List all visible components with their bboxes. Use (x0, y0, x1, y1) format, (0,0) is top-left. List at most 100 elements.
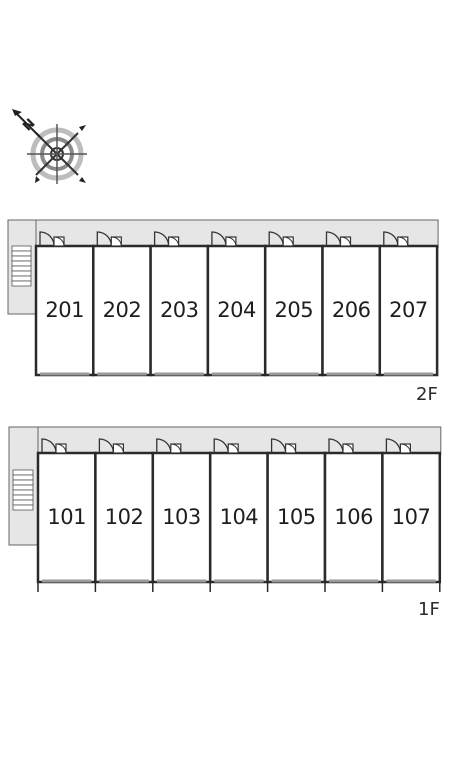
door-meter-arc (168, 236, 180, 247)
door-meter-arc (285, 443, 297, 454)
unit-104 (208, 438, 269, 592)
door-meter-arc (113, 443, 124, 454)
door-meter-arc (55, 443, 67, 454)
door-meter (342, 443, 354, 454)
door-meter-arc (283, 236, 294, 247)
door-meter (110, 236, 122, 247)
door-meter-arc (342, 443, 354, 454)
door-meter (399, 443, 411, 454)
door-meter (170, 443, 182, 454)
door-icon (98, 438, 125, 454)
floor-2F (7, 219, 439, 377)
unit-203 (149, 231, 210, 377)
stair-step (12, 479, 34, 486)
staircase-icon (12, 469, 34, 511)
door-meter-arc (400, 443, 411, 454)
unit-204 (206, 231, 267, 377)
door-meter (53, 236, 65, 247)
stair-step (12, 469, 34, 476)
door-icon (211, 231, 237, 247)
stair-step (12, 494, 34, 501)
door-icon (39, 231, 65, 247)
door-meter (339, 236, 352, 247)
door-icon (268, 231, 294, 247)
unit-label: 203 (159, 298, 199, 322)
unit-outline (323, 451, 384, 584)
unit-label: 104 (219, 505, 259, 529)
unit-207 (378, 231, 439, 377)
door-meter (225, 236, 237, 247)
stair-step (11, 265, 32, 272)
door-meter (285, 443, 297, 454)
door-icon (325, 231, 352, 247)
stair-step (11, 270, 32, 277)
unit-label: 107 (391, 505, 431, 529)
stair-step (12, 504, 34, 511)
unit-106 (323, 438, 384, 592)
floor-label: 2F (416, 384, 438, 405)
unit-label: 206 (331, 298, 371, 322)
unit-outline (321, 244, 382, 377)
door-meter-arc (53, 236, 65, 247)
door-meter-arc (340, 236, 351, 247)
door-icon (153, 231, 180, 247)
door-icon (385, 438, 411, 454)
stair-step (12, 474, 34, 481)
unit-label: 201 (45, 298, 84, 322)
north-arrow-compass-icon (12, 109, 87, 184)
unit-label: 103 (162, 505, 201, 529)
door-meter (168, 236, 180, 247)
door-icon (96, 231, 122, 247)
unit-206 (321, 231, 382, 377)
door-icon (270, 438, 297, 454)
corridor (7, 219, 439, 249)
staircase-icon (11, 245, 32, 287)
floors-layer (7, 219, 442, 592)
stair-step (12, 489, 34, 496)
door-meter (112, 443, 125, 454)
unit-201 (34, 231, 95, 377)
door-meter (397, 236, 409, 247)
unit-outline (36, 451, 97, 584)
stair-step (11, 245, 32, 252)
unit-outline (208, 451, 269, 584)
unit-202 (92, 231, 152, 377)
stair-step (12, 484, 34, 491)
unit-label: 204 (217, 298, 256, 322)
floor-1F (8, 426, 442, 592)
door-meter (282, 236, 294, 247)
unit-outline (206, 244, 267, 377)
door-meter-arc (170, 443, 182, 454)
unit-label: 105 (276, 505, 316, 529)
unit-outline (92, 244, 152, 377)
corridor (8, 426, 442, 456)
floor-label: 1F (418, 599, 440, 620)
unit-label: 106 (334, 505, 373, 529)
door-icon (41, 438, 67, 454)
unit-103 (151, 438, 212, 592)
door-icon (328, 438, 354, 454)
stair-step (11, 280, 32, 287)
unit-outline (94, 451, 155, 584)
stair-step (11, 260, 32, 267)
stair-step (11, 275, 32, 282)
door-meter (227, 443, 239, 454)
door-meter-arc (225, 236, 237, 247)
stair-step (12, 499, 34, 506)
unit-label: 205 (274, 298, 314, 322)
unit-label: 202 (102, 298, 142, 322)
door-meter (55, 443, 67, 454)
door-icon (383, 231, 409, 247)
door-meter-arc (228, 443, 239, 454)
unit-205 (263, 231, 324, 377)
door-icon (213, 438, 239, 454)
door-icon (156, 438, 182, 454)
stair-step (11, 250, 32, 257)
unit-102 (94, 438, 155, 592)
door-meter-arc (111, 236, 122, 247)
unit-label: 101 (47, 505, 86, 529)
unit-label: 102 (104, 505, 144, 529)
door-meter-arc (397, 236, 409, 247)
